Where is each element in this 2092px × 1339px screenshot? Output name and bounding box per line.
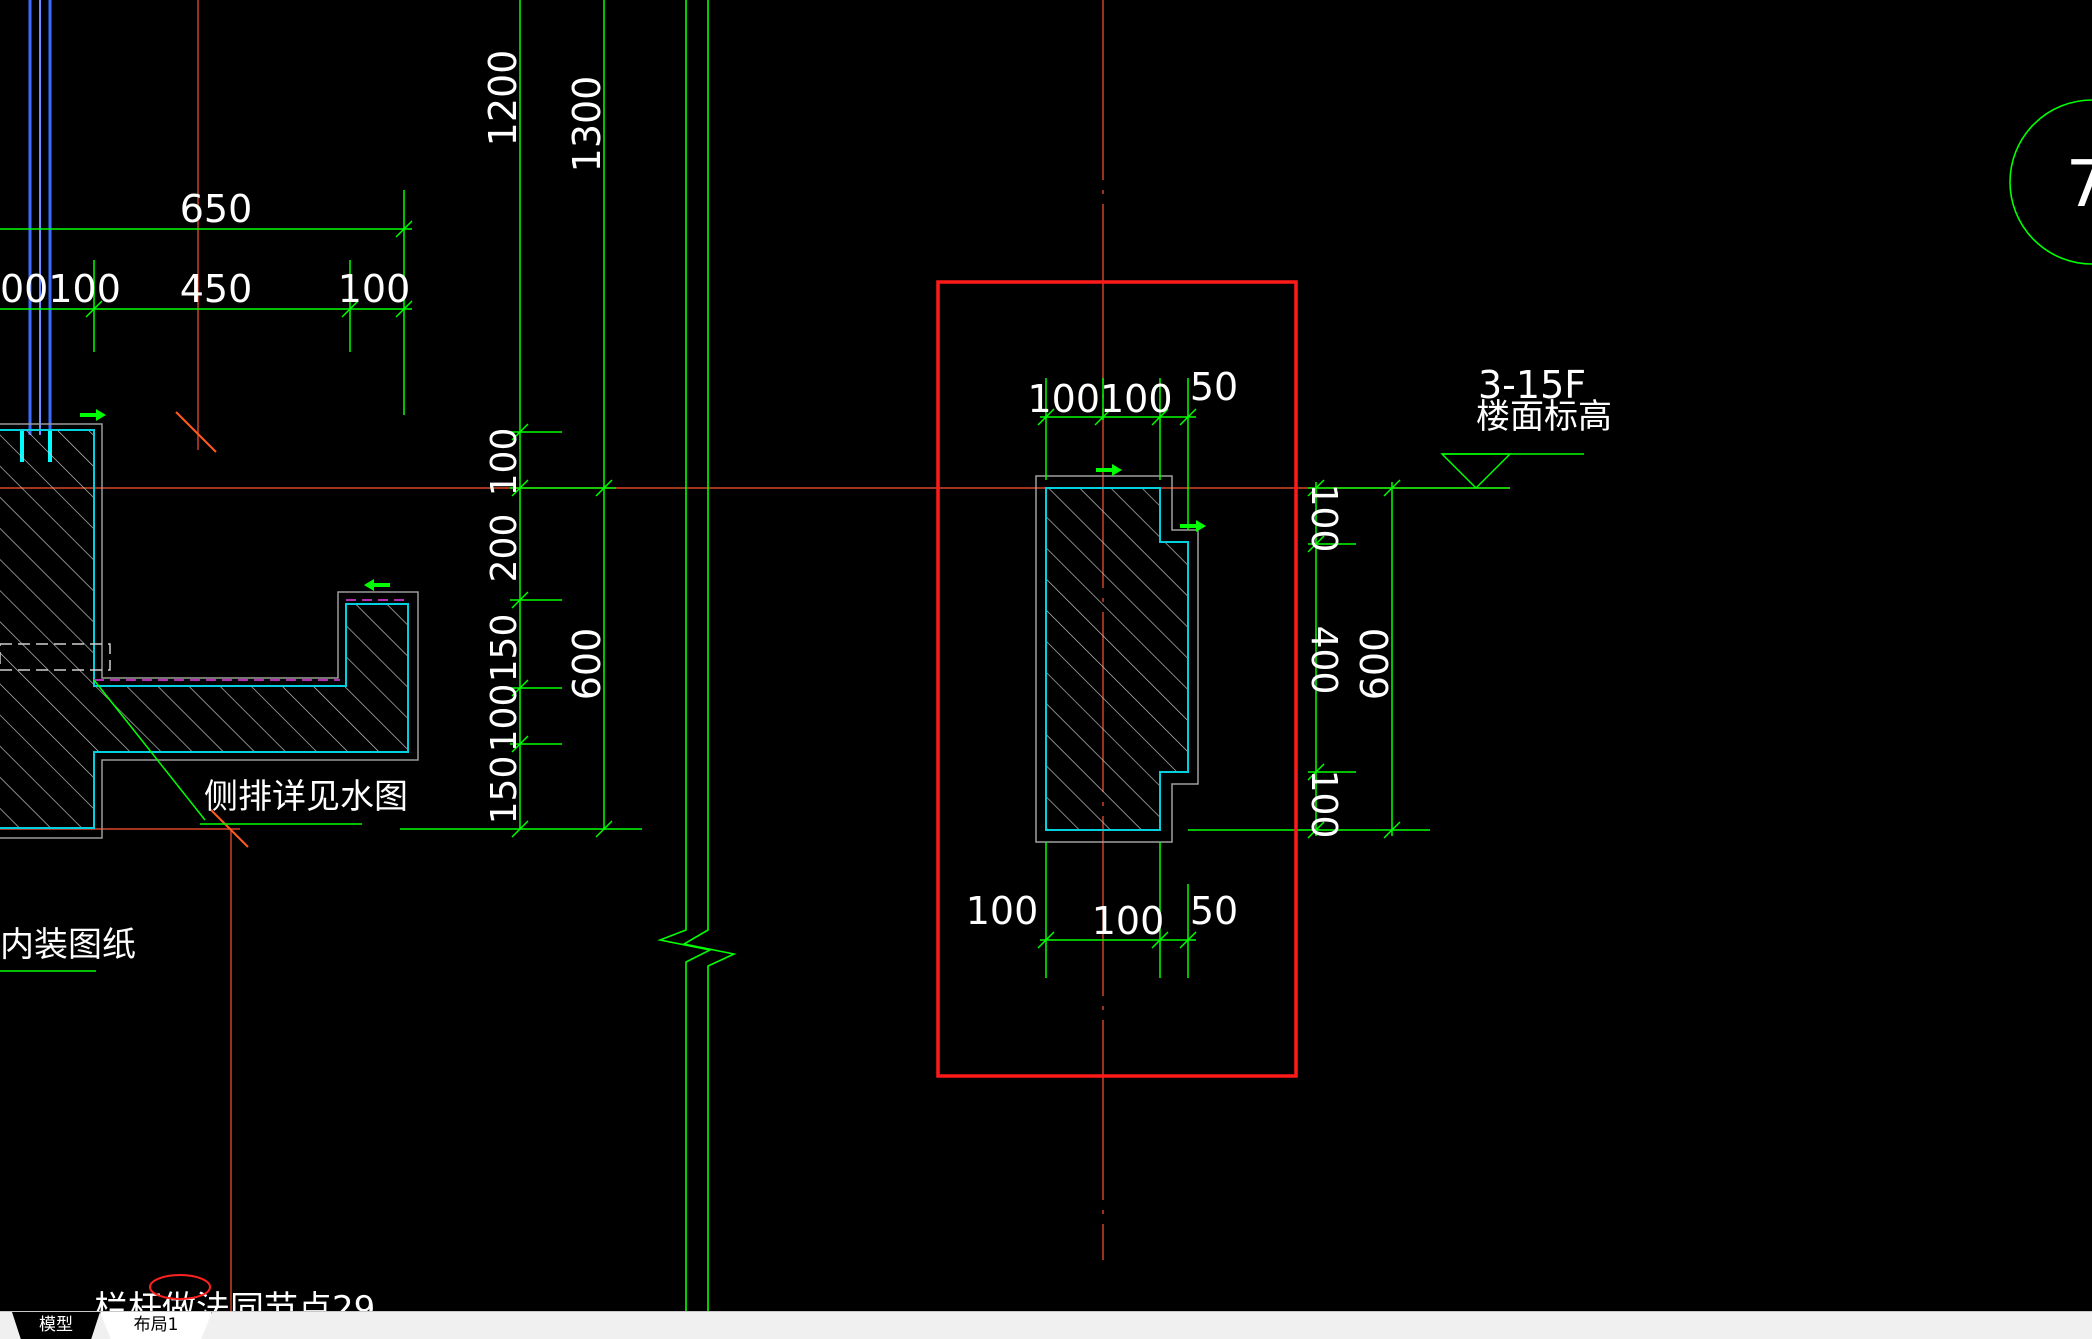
dim-100-v2: 100 [484,684,525,753]
dim-100-top: 100 [338,267,411,311]
dim-200-v: 200 [484,514,525,583]
axis-bubble: 7 [2009,99,2092,265]
wall-lines [657,0,737,1311]
level-code: 3-15F [1478,363,1586,407]
highlight-box [936,280,1298,1078]
tab-layout1[interactable]: 布局1 [100,1312,212,1339]
dim-650: 650 [180,187,253,231]
sec-dim-600-r: 600 [1353,628,1397,701]
axis-bubble-label: 7 [2066,148,2092,222]
sec-dim-100-bm: 100 [1092,899,1165,943]
layout-tab-bar: 模型 布局1 [0,1311,2092,1339]
right-texts: 100100 50 100 100 50 100 400 100 600 3-1… [966,363,1612,943]
dim-100-v1: 100 [484,428,525,497]
right-section [1035,464,1430,843]
left-texts: 1200 1300 650 00100 450 100 100 200 150 … [0,50,609,1311]
sec-dim-50-top: 50 [1190,365,1238,409]
dim-150-v2: 150 [484,756,525,825]
pipe-lines [20,0,52,462]
note-side-drain: 侧排详见水图 [204,777,408,817]
left-dimensions [0,0,642,972]
sec-dim-100-r2: 100 [1303,770,1344,839]
dim-00100: 00100 [0,267,121,311]
note-drawing: 内装图纸 [0,925,136,965]
sec-dim-100100: 100100 [1027,377,1172,421]
sec-dim-50-bottom: 50 [1190,889,1238,933]
dim-1300: 1300 [565,76,609,173]
note-bottom: 栏杆做法同节点29 [94,1289,375,1311]
sec-dim-400-r: 400 [1303,626,1344,695]
revision-mark [149,1274,211,1300]
right-dimensions [1037,378,1584,978]
dim-600-left: 600 [565,628,609,701]
left-section [0,409,419,839]
tab-model[interactable]: 模型 [12,1312,100,1339]
level-text: 楼面标高 [1476,397,1612,437]
dim-450: 450 [180,267,253,311]
sec-dim-100-r1: 100 [1303,484,1344,553]
dim-1200: 1200 [481,50,525,147]
sec-dim-100-bl: 100 [966,889,1039,933]
cad-drawing-canvas[interactable]: 1200 1300 650 00100 450 100 100 200 150 … [0,0,2092,1311]
dim-150-v1: 150 [484,614,525,683]
